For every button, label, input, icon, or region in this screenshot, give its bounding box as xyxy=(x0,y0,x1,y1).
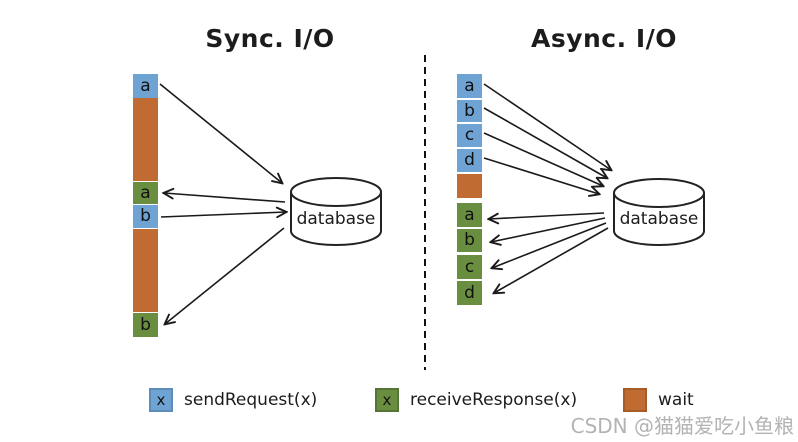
send-request-swatch: x xyxy=(149,388,173,412)
receive-response-swatch: x xyxy=(375,388,399,412)
send-request-label: sendRequest(x) xyxy=(184,390,318,410)
async-receive-block-b: b xyxy=(457,229,482,252)
async-send-d-arrow xyxy=(483,157,599,194)
wait-label: wait xyxy=(658,390,694,410)
async-panel-title: Async. I/O xyxy=(530,24,678,53)
sync-send-block-b: b xyxy=(133,205,158,228)
legend-item-receive: x receiveResponse(x) xyxy=(375,388,577,412)
wait-swatch xyxy=(623,388,647,412)
sync-receive-block-b: b xyxy=(133,313,158,337)
sync-arrows xyxy=(159,83,286,324)
async-wait-block xyxy=(457,174,482,198)
sync-send-a-arrow xyxy=(159,83,282,183)
async-database-cylinder xyxy=(613,178,705,246)
async-receive-block-c: c xyxy=(457,255,482,279)
async-receive-a-arrow xyxy=(489,212,605,219)
sync-receive-block-a: a xyxy=(133,182,158,204)
sync-receive-a-arrow xyxy=(164,193,286,203)
sync-database-label: database xyxy=(296,209,376,229)
async-database-label: database xyxy=(619,209,699,229)
async-receive-b-arrow xyxy=(491,217,606,242)
receive-response-label: receiveResponse(x) xyxy=(410,390,578,410)
async-receive-c-arrow xyxy=(492,222,607,268)
sync-send-b-arrow xyxy=(160,212,286,217)
async-receive-block-a: a xyxy=(457,203,482,227)
csdn-watermark: CSDN @猫猫爱吃小鱼粮 xyxy=(570,414,794,438)
sync-wait-block-1 xyxy=(133,98,158,181)
async-send-a-arrow xyxy=(483,83,611,170)
sync-send-block-a: a xyxy=(133,74,158,98)
legend-item-wait: wait xyxy=(623,388,694,412)
async-send-b-arrow xyxy=(483,107,607,178)
async-receive-block-d: d xyxy=(457,281,482,305)
async-arrows xyxy=(483,83,611,293)
async-send-block-a: a xyxy=(457,74,482,98)
async-send-block-d: d xyxy=(457,149,482,172)
async-send-block-c: c xyxy=(457,124,482,147)
legend-item-send: x sendRequest(x) xyxy=(149,388,317,412)
async-send-c-arrow xyxy=(483,132,603,186)
sync-database-cylinder xyxy=(290,177,382,246)
sync-wait-block-2 xyxy=(133,229,158,312)
sync-receive-b-arrow xyxy=(165,227,285,324)
sync-panel-title: Sync. I/O xyxy=(205,24,335,53)
async-send-block-b: b xyxy=(457,100,482,122)
async-receive-d-arrow xyxy=(494,227,609,293)
